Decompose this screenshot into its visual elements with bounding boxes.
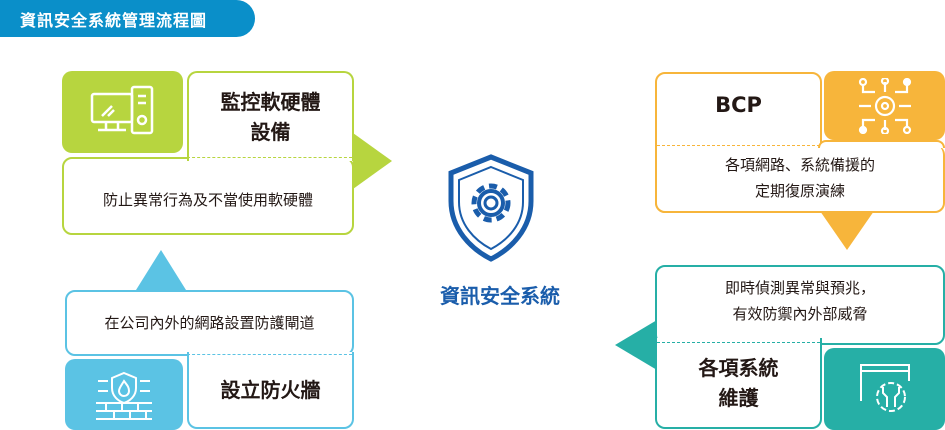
- shield-gear-icon: [448, 154, 534, 262]
- divider: [187, 157, 352, 158]
- page-title: 資訊安全系統管理流程圖: [0, 0, 255, 37]
- maintain-desc-l1: 即時偵測異常與預兆，: [724, 279, 875, 297]
- circuit-gear-icon: [824, 71, 945, 140]
- firewall-desc: 在公司內外的網路設置防護閘道: [65, 290, 354, 356]
- monitor-title-l1: 監控軟硬體: [220, 90, 321, 114]
- maintain-desc: 即時偵測異常與預兆， 有效防禦內外部威脅: [655, 265, 945, 345]
- monitor-desc-text: 防止異常行為及不當使用軟硬體: [102, 191, 313, 209]
- maintain-title: 各項系統維護: [655, 338, 822, 429]
- bcp-desc-l2: 定期復原演練: [754, 182, 845, 200]
- arrow-down-icon: [820, 211, 874, 250]
- bcp-desc-top: [818, 140, 945, 148]
- firewall-title: 設立防火牆: [187, 352, 354, 429]
- monitor-desc: 防止異常行為及不當使用軟硬體: [62, 157, 354, 235]
- arrow-up-icon: [136, 250, 186, 290]
- maintain-title-l1: 各項系統: [698, 355, 779, 380]
- center-label: 資訊安全系統: [440, 284, 560, 308]
- maintain-title-l2: 維護: [718, 385, 759, 410]
- wrench-gear-icon: [824, 348, 945, 430]
- divider: [657, 342, 820, 343]
- computer-icon: [62, 71, 183, 153]
- maintain-desc-l2: 有效防禦內外部威脅: [732, 305, 868, 323]
- divider: [187, 354, 352, 355]
- monitor-title-l2: 設備: [250, 120, 291, 144]
- firewall-desc-text: 在公司內外的網路設置防護閘道: [104, 314, 315, 332]
- bcp-desc: 各項網路、系統備援的定期復原演練: [655, 145, 945, 213]
- bcp-desc-l1: 各項網路、系統備援的: [724, 156, 875, 174]
- divider: [657, 145, 820, 146]
- arrow-left-icon: [615, 320, 657, 370]
- bcp-title-text: BCP: [715, 93, 762, 117]
- arrow-right-icon: [353, 133, 392, 189]
- monitor-title: 監控軟硬體設備: [187, 71, 354, 161]
- firewall-title-text: 設立防火牆: [220, 377, 321, 402]
- firewall-icon: [65, 359, 183, 430]
